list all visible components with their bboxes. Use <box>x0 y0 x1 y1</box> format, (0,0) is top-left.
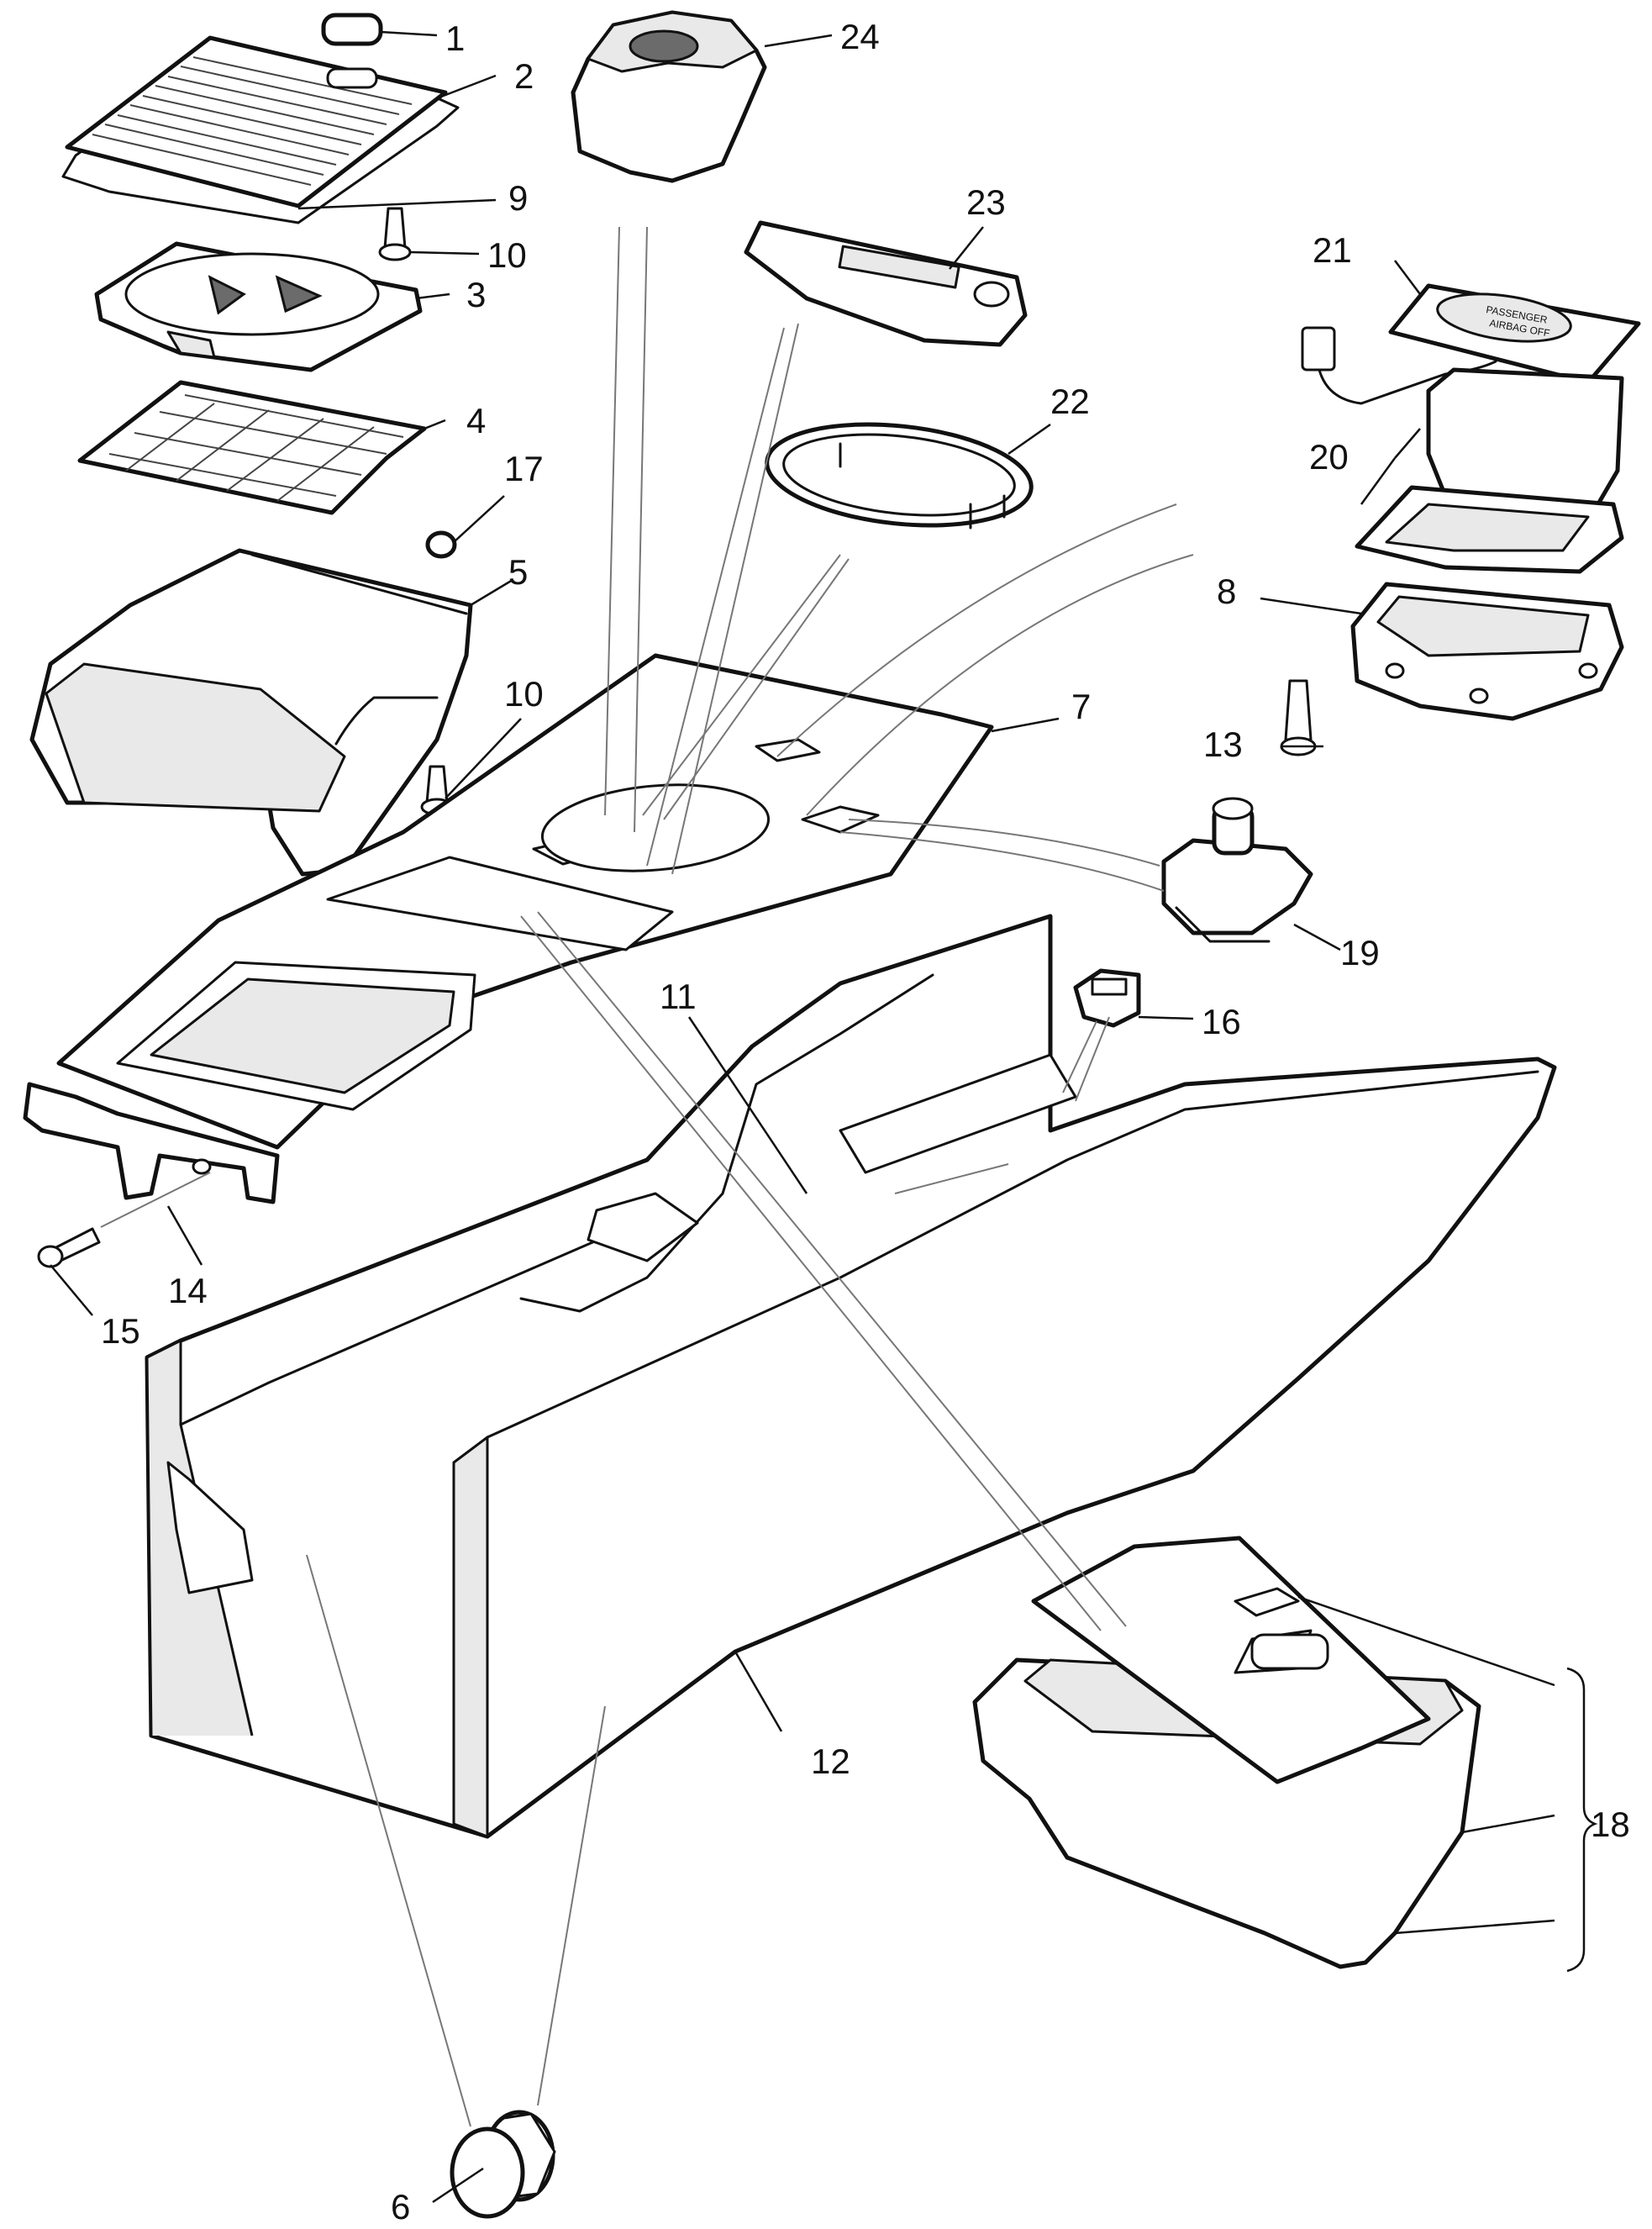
callout-10-top: 10 <box>487 235 527 275</box>
callout-20: 20 <box>1309 437 1349 477</box>
callout-3: 3 <box>466 275 486 314</box>
joystick-controller <box>1161 797 1313 943</box>
connector-cable <box>1301 326 1497 405</box>
armrest-assembly <box>972 1536 1481 1969</box>
callout-22: 22 <box>1050 382 1090 421</box>
cup-holder-insert <box>94 241 423 372</box>
screw-icon <box>1280 679 1317 756</box>
blanking-plug <box>450 2110 556 2219</box>
storage-mat <box>77 380 427 515</box>
callout-14: 14 <box>168 1271 208 1310</box>
callout-9: 9 <box>508 178 528 218</box>
storage-lid <box>61 35 460 224</box>
screw-icon <box>37 1227 101 1268</box>
callout-12: 12 <box>811 1742 850 1781</box>
callout-10-lower: 10 <box>504 674 544 714</box>
switch-panel <box>744 220 1028 347</box>
callout-18: 18 <box>1591 1805 1630 1844</box>
callout-8: 8 <box>1217 572 1236 611</box>
callout-23: 23 <box>966 182 1006 222</box>
speaker-grille: PASSENGER AIRBAG OFF <box>1388 283 1641 385</box>
callout-4: 4 <box>466 401 486 440</box>
spacer-clip <box>425 530 457 559</box>
assembly-guide-lines <box>100 226 1194 2127</box>
callout-leader-lines <box>50 30 1598 2204</box>
callout-16: 16 <box>1202 1002 1241 1041</box>
callout-2: 2 <box>514 56 534 96</box>
speaker-housing <box>1350 582 1624 721</box>
speaker-module <box>1355 367 1624 574</box>
callout-7: 7 <box>1071 687 1091 726</box>
bezel-clip <box>1073 968 1141 1028</box>
rear-bracket <box>23 1082 280 1204</box>
storage-bin <box>29 548 473 877</box>
callout-labels: 1 2 9 10 3 4 17 5 10 24 23 22 21 20 8 7 … <box>101 17 1630 2226</box>
callout-17: 17 <box>504 449 544 488</box>
callout-13: 13 <box>1203 725 1243 764</box>
callout-24: 24 <box>840 17 880 56</box>
callout-19: 19 <box>1340 933 1380 972</box>
callout-21: 21 <box>1313 230 1352 270</box>
trim-ring <box>765 422 1034 530</box>
callout-1: 1 <box>445 18 465 58</box>
screw-icon <box>378 207 412 261</box>
callout-5: 5 <box>508 552 528 592</box>
callout-6: 6 <box>391 2187 410 2226</box>
gear-shift-assembly <box>571 10 767 183</box>
callout-11: 11 <box>660 977 697 1016</box>
callout-15: 15 <box>101 1311 140 1351</box>
rubber-pad <box>321 13 383 46</box>
console-top-panel <box>56 653 994 1150</box>
console-side-body <box>145 914 1557 1839</box>
